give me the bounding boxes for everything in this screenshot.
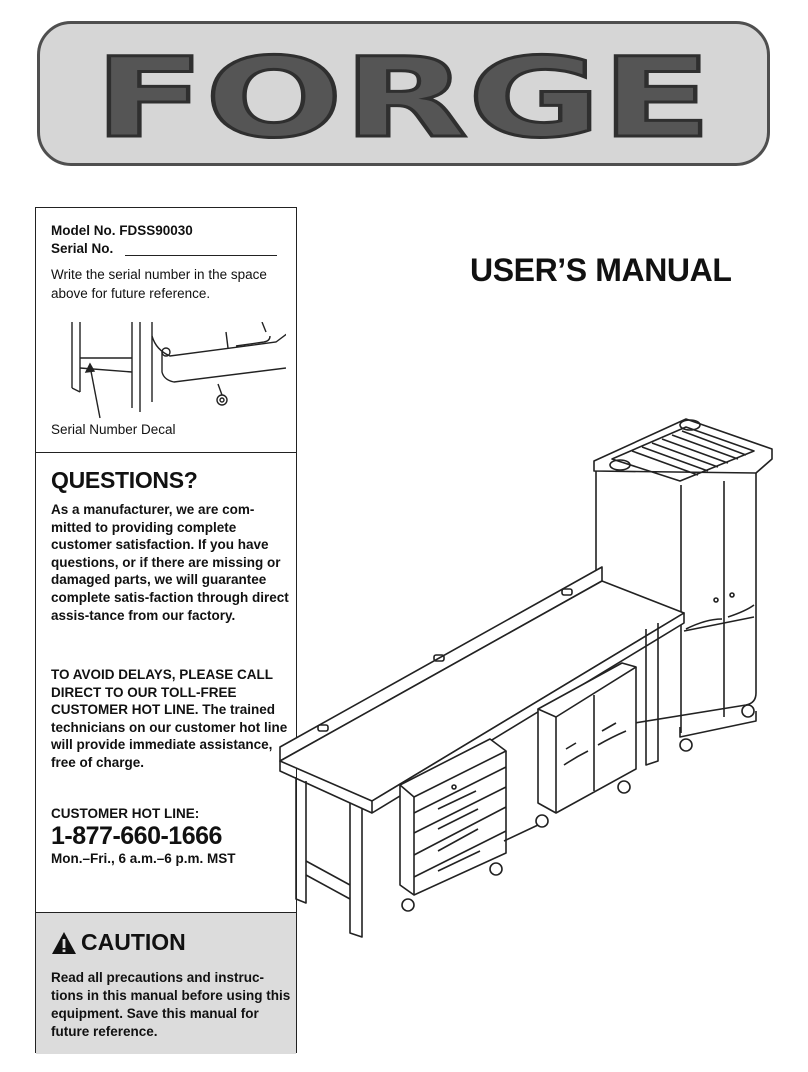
brand-banner: FORGE [37,21,770,166]
warning-triangle-icon [52,931,76,954]
questions-section: QUESTIONS? As a manufacturer, we are com… [36,453,296,913]
caution-body: Read all precautions and instruc-tions i… [51,970,291,1039]
hotline-hours: Mon.–Fri., 6 a.m.–6 p.m. MST [51,851,236,866]
serial-number-label: Serial No. [51,241,114,256]
model-info-section: Model No. FDSS90030 Serial No. Write the… [36,208,296,453]
hotline-label: CUSTOMER HOT LINE: [51,806,200,821]
caution-header: CAUTION [51,929,186,956]
serial-decal-label: Serial Number Decal [51,422,176,437]
caution-section: CAUTION Read all precautions and instruc… [36,913,296,1054]
questions-body: As a manufacturer, we are com-mitted to … [51,502,289,623]
questions-heading: QUESTIONS? [51,467,198,493]
hotline-number: 1-877-660-1666 [51,822,222,850]
caution-title: CAUTION [81,929,186,955]
info-column: Model No. FDSS90030 Serial No. Write the… [35,207,297,1054]
serial-decal-illustration [71,322,286,419]
manual-title: USER’S MANUAL [470,252,732,288]
model-number: Model No. FDSS90030 [51,223,193,238]
brand-logo-text: FORGE [94,34,712,162]
serial-number-blank [125,255,277,256]
workbench-illustration [279,418,773,938]
serial-instruction: Write the serial number in the space abo… [51,267,267,301]
brand-logo: FORGE [93,33,714,164]
delays-notice: TO AVOID DELAYS, PLEASE CALL DIRECT TO O… [51,667,288,770]
